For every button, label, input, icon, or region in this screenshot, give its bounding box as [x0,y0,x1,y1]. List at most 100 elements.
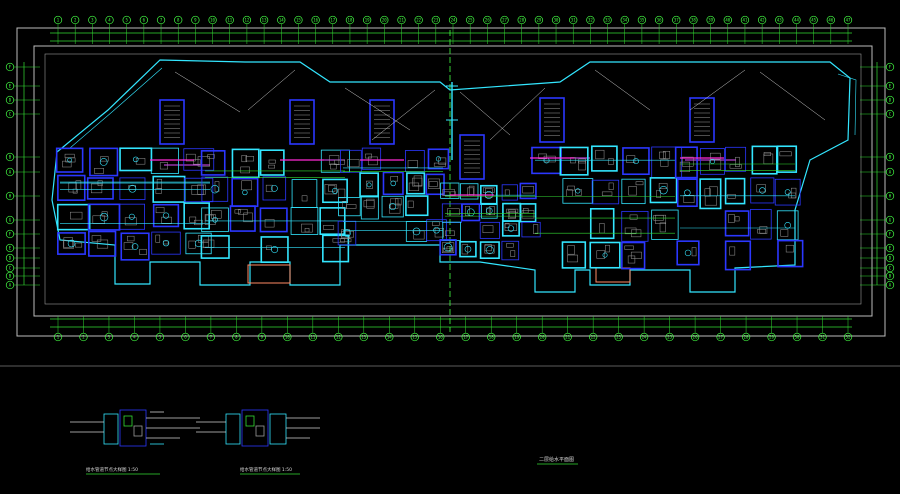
room-wall [724,177,746,205]
right-axis-bubble [885,271,895,281]
fixture [341,230,354,238]
fixture [101,211,108,217]
bottom-axis-label: 29 [769,335,774,340]
room-wall [56,203,91,231]
plumbing-fixture [486,207,493,214]
plumbing-fixture [332,187,339,194]
fixture [214,181,220,192]
bottom-axis-label: 18 [489,335,494,340]
fixture [433,162,446,167]
fixture [334,159,345,165]
bottom-axis-bubble [104,332,114,342]
fixture [64,153,75,158]
bottom-axis-label: 25 [667,335,672,340]
left-axis-bubble [5,81,15,91]
right-axis-label: G [889,218,892,223]
right-axis-label: E [889,84,892,89]
top-axis-bubble [397,15,406,25]
left-axis-bubble [5,109,15,119]
bottom-axis-label: 30 [795,335,800,340]
room-wall [774,178,801,206]
top-axis-bubble [569,15,578,25]
fixture [567,254,578,263]
room-wall [262,176,287,201]
plumbing-fixture [433,226,440,234]
stair-core [369,99,395,145]
fixture [785,244,794,253]
fixture [567,185,575,191]
bottom-axis-label: 14 [387,335,392,340]
top-axis-bubble [208,15,217,25]
top-axis-bubble [603,15,612,25]
detail-title-right: 给水管道节点大样图 1:50 [240,466,292,473]
fixture [100,156,109,162]
bottom-axis-label: 4 [133,335,136,340]
fixture [663,151,671,159]
bottom-axis-label: 12 [336,335,341,340]
room-wall [481,202,498,219]
stair-core [689,97,715,143]
fixture [757,229,767,234]
room-wall [89,147,119,177]
top-axis-label: 27 [502,18,507,23]
top-axis-bubble [328,15,337,25]
left-axis-label: F [9,65,12,70]
fixture [191,185,204,195]
plumbing-fixture [485,246,494,255]
room-wall [777,239,804,268]
fixture [509,210,516,218]
top-axis-bubble [88,15,97,25]
top-axis-label: 7 [160,18,163,23]
room-wall [621,210,649,242]
room-wall [439,239,457,256]
fixture [656,189,661,198]
plumbing-fixture [210,184,220,194]
top-axis-label: 4 [108,18,111,23]
fixture [628,186,637,196]
fixture [522,186,534,194]
left-axis-label: B [9,155,12,160]
room-wall [86,177,114,200]
room-wall [406,172,426,195]
fixture [390,198,399,209]
top-axis-bubble [156,15,166,25]
right-axis-label: B [889,274,892,279]
fixture [366,198,375,209]
left-axis-label: E [9,84,12,89]
bottom-axis-label: 28 [744,335,749,340]
fixture [510,250,516,257]
right-axis-bubble [885,95,895,105]
bottom-axis-bubble [767,332,776,342]
right-axis-bubble [885,280,895,290]
fixture [70,211,83,220]
left-axis-bubble [5,191,15,201]
left-axis-bubble [5,253,15,263]
bottom-axis-bubble [410,332,419,342]
right-axis-label: C [889,112,892,117]
right-axis-label: A [889,170,892,175]
plumbing-fixture [270,184,278,192]
water-riser [446,82,458,160]
fixture [658,183,668,189]
bottom-axis-bubble [436,332,445,342]
fixture [780,229,789,237]
top-axis-label: 45 [811,18,816,23]
right-axis-label: C [889,266,892,271]
bottom-axis-label: 8 [235,335,238,340]
plumbing-fixture [435,156,441,162]
top-axis-bubble [483,15,492,25]
top-axis-bubble [534,15,544,25]
fixture [624,245,634,250]
bottom-axis-bubble [487,332,496,342]
room-wall [519,182,537,200]
room-wall [229,205,256,232]
room-wall [591,145,618,172]
fixture [506,243,514,248]
fixture [91,235,102,242]
stair-core [159,99,185,145]
fixture [575,189,582,196]
top-axis-bubble [740,15,750,25]
